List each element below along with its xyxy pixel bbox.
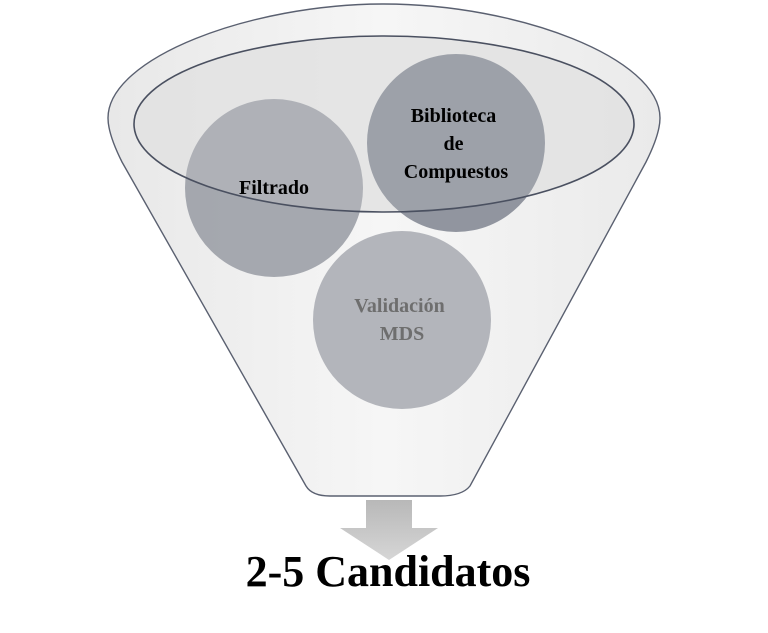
result-label: 2-5 Candidatos [246,547,531,596]
stage-label-validacion: Validación MDS [354,295,449,345]
stage-circle-validacion [313,231,491,409]
stage-circle-biblioteca [367,54,545,232]
stage-circle-filtrado [185,99,363,277]
stage-label-biblioteca: Biblioteca de Compuestos [404,105,509,183]
down-arrow-icon [340,500,438,560]
funnel-rim-veil [134,36,634,212]
funnel-rim-outline [133,35,635,213]
stage-label-filtrado: Filtrado [239,177,309,199]
